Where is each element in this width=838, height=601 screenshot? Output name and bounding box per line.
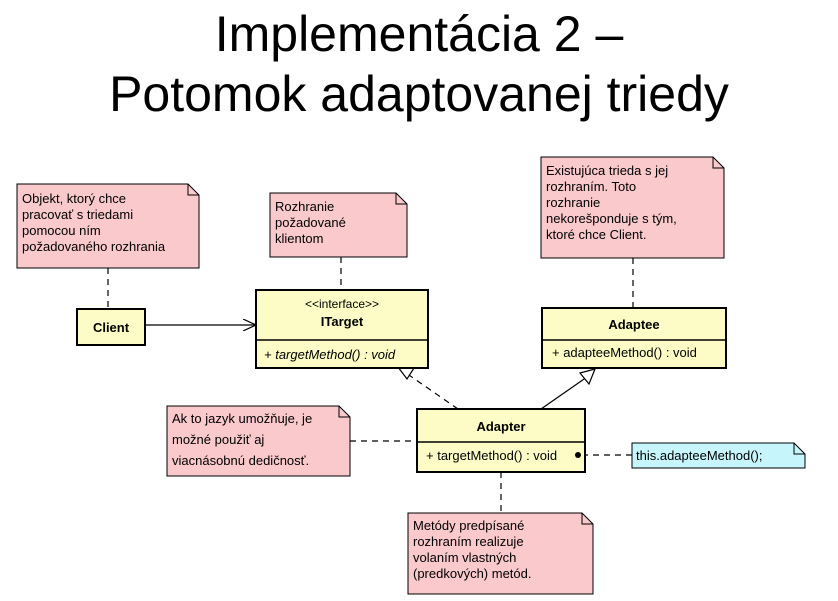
- class-itarget-name: ITarget: [321, 314, 364, 329]
- note-itarget-line-3: klientom: [275, 231, 323, 246]
- slide-title-line-2: Potomok adaptovanej triedy: [109, 66, 729, 122]
- note-adaptee: Existujúca trieda s jej rozhraním. Toto …: [540, 156, 725, 259]
- note-methods-line-3: volaním vlastných: [413, 550, 516, 565]
- note-client-line-4: požadovaného rozhrania: [22, 239, 166, 254]
- note-methods-line-1: Metódy predpísané: [413, 518, 524, 533]
- class-itarget: <<interface>> ITarget + targetMethod() :…: [255, 289, 429, 369]
- note-adaptee-line-4: nekorešponduje s tým,: [546, 211, 677, 226]
- note-inheritance-line-1: Ak to jazyk umožňuje, je: [172, 411, 312, 426]
- note-itarget-line-1: Rozhranie: [275, 199, 334, 214]
- class-itarget-operation: + targetMethod() : void: [264, 347, 396, 362]
- class-client: Client: [76, 308, 146, 346]
- class-adapter-name: Adapter: [476, 419, 525, 434]
- note-itarget: Rozhranie požadované klientom: [269, 192, 408, 258]
- note-methods-line-2: rozhraním realizuje: [413, 534, 524, 549]
- note-client: Objekt, ktorý chce pracovať s triedami p…: [16, 183, 200, 269]
- note-inheritance-line-2: možné použiť aj: [172, 432, 264, 447]
- class-adaptee-name: Adaptee: [608, 317, 659, 332]
- note-itarget-line-2: požadované: [275, 215, 346, 230]
- slide-title-line-1: Implementácia 2 –: [214, 6, 624, 62]
- note-adaptee-line-1: Existujúca trieda s jej: [546, 163, 668, 178]
- note-inheritance-line-3: viacnásobnú dedičnosť.: [172, 453, 309, 468]
- note-methods-line-4: (predkových) metód.: [413, 566, 532, 581]
- generalization-arrowhead: [578, 368, 597, 386]
- note-inheritance: Ak to jazyk umožňuje, je možné použiť aj…: [166, 405, 351, 477]
- adapter-itarget-realization: [405, 372, 459, 410]
- note-code: this.adapteeMethod();: [631, 442, 806, 469]
- note-adaptee-line-3: rozhranie: [546, 195, 600, 210]
- note-client-line-3: pomocou ním: [22, 223, 101, 238]
- class-adaptee: Adaptee + adapteeMethod() : void: [541, 307, 727, 369]
- class-adapter-operation: + targetMethod() : void: [426, 448, 557, 463]
- note-adaptee-line-5: ktoré chce Client.: [546, 227, 646, 242]
- adapter-adaptee-generalization: [540, 376, 588, 410]
- note-code-line-1: this.adapteeMethod();: [636, 448, 762, 463]
- class-client-name: Client: [93, 320, 130, 335]
- class-adaptee-operation: + adapteeMethod() : void: [552, 345, 697, 360]
- note-client-line-1: Objekt, ktorý chce: [22, 191, 126, 206]
- class-adapter: Adapter + targetMethod() : void: [416, 408, 586, 473]
- note-client-line-2: pracovať s triedami: [22, 207, 133, 222]
- note-methods: Metódy predpísané rozhraním realizuje vo…: [407, 512, 594, 595]
- class-itarget-stereotype: <<interface>>: [305, 297, 379, 311]
- note-adaptee-line-2: rozhraním. Toto: [546, 179, 636, 194]
- code-note-anchor-dot-top: [575, 452, 581, 458]
